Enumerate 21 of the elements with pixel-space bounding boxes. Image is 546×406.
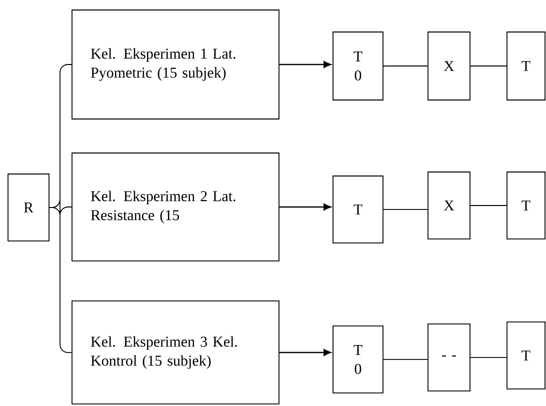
treatment-box: X (428, 32, 470, 100)
test-box: T (506, 322, 546, 390)
connector-line (383, 209, 428, 210)
group-box: Kel. Eksperimen 1 Lat. Pyometric (15 subjek) (72, 10, 280, 120)
arrow (279, 204, 332, 210)
brace-line (49, 207, 72, 353)
treatment-box: X (428, 172, 470, 240)
treatment-box: - - (428, 324, 470, 392)
group-box: Kel. Eksperimen 2 Lat. Resistance (15 (72, 152, 280, 262)
connector-line (383, 359, 428, 360)
connector-line (470, 357, 507, 358)
test-box: T (506, 32, 546, 100)
test-box: T 0 (332, 32, 384, 100)
arrow (279, 61, 332, 68)
test-box: T 0 (332, 326, 384, 394)
randomization-box: R (8, 174, 50, 242)
test-box: T (506, 172, 546, 240)
test-box: T (332, 176, 384, 244)
connector-line (470, 205, 507, 206)
arrow (279, 349, 332, 356)
group-box: Kel. Eksperimen 3 Kel. Kontrol (15 subjek) (72, 300, 280, 404)
